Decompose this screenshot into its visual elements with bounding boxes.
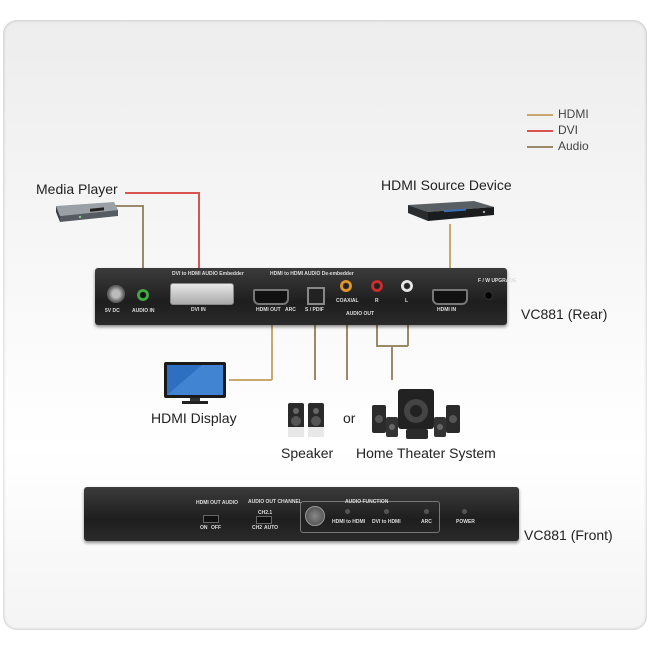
channel-value-label: CH2.1 [258, 510, 273, 516]
fw-upgrade-label: F / W UPGRADE [478, 278, 517, 284]
hdmi-in-cable [449, 224, 451, 268]
dvi-to-hdmi-label: DVI to HDMI [372, 519, 401, 525]
hdmi-de-embedder-label: HDMI to HDMI AUDIO De-embedder [270, 271, 354, 277]
or-label: or [343, 410, 356, 426]
vc881-front-label: VC881 (Front) [524, 527, 613, 543]
home-theater-icon [372, 389, 460, 439]
hdmi-to-hdmi-led [345, 509, 350, 514]
coaxial-cable [346, 324, 348, 380]
hdmi-source-label: HDMI Source Device [381, 177, 512, 193]
legend-audio-label: Audio [558, 139, 589, 153]
audio-in-label: AUDIO IN [132, 308, 155, 314]
audio-r-port [371, 280, 383, 292]
audio-in-cable [142, 205, 144, 268]
hdmi-display-icon [164, 362, 226, 404]
audio-function-box [300, 501, 440, 533]
fw-upgrade-port [484, 291, 493, 300]
auto-label: AUTO [264, 525, 279, 531]
legend-dvi-line [527, 130, 553, 132]
spdif-label: S / PDIF [305, 307, 324, 313]
vc881-rear-label: VC881 (Rear) [521, 306, 608, 322]
rl-cable [376, 324, 378, 346]
arc-label: ARC [285, 307, 296, 313]
hdmi-display-label: HDMI Display [151, 410, 237, 426]
home-theater-label: Home Theater System [356, 445, 496, 461]
audio-out-channel-label: AUDIO OUT CHANNEL [248, 499, 302, 505]
audio-r-label: R [375, 298, 379, 304]
hdmi-out-cable [271, 324, 273, 380]
hdmi-out-port [253, 289, 289, 305]
hdmi-source-icon [408, 201, 494, 221]
audio-l-port [401, 280, 413, 292]
hdmi-out-cable [229, 379, 272, 381]
spdif-port [307, 287, 325, 305]
legend-audio-line [527, 146, 553, 148]
audio-channel-switch[interactable] [256, 516, 272, 524]
off-label: OFF [211, 525, 221, 531]
power-port-label: 5V DC [105, 308, 120, 314]
media-player-label: Media Player [36, 181, 118, 197]
power-led [462, 509, 467, 514]
legend-dvi-label: DVI [558, 123, 579, 137]
audio-function-button[interactable] [305, 506, 325, 526]
audio-in-cable [113, 205, 143, 207]
hdmi-out-audio-label: HDMI OUT AUDIO [196, 500, 239, 506]
speaker-label: Speaker [281, 445, 334, 461]
hdmi-out-audio-switch[interactable] [203, 515, 219, 523]
dvi-in-label: DVI IN [191, 307, 206, 313]
front-arc-label: ARC [421, 519, 432, 525]
coaxial-port [340, 280, 352, 292]
ch2-label: CH2 [252, 525, 263, 531]
legend-hdmi-line [527, 114, 553, 116]
media-player-icon [56, 202, 118, 222]
audio-out-label: AUDIO OUT [346, 311, 375, 317]
on-label: ON [200, 525, 208, 531]
dvi-cable [198, 192, 200, 268]
speaker-icon [288, 403, 324, 437]
dvi-to-hdmi-led [384, 509, 389, 514]
hdmi-in-label: HDMI IN [437, 307, 457, 313]
power-led-label: POWER [456, 519, 475, 525]
legend-hdmi-label: HDMI [558, 107, 589, 121]
hdmi-to-hdmi-label: HDMI to HDMI [332, 519, 366, 525]
arc-led [424, 509, 429, 514]
audio-in-port [137, 289, 149, 301]
audio-function-label: AUDIO FUNCTION [345, 499, 389, 505]
spdif-cable [314, 324, 316, 380]
hdmi-in-port [432, 289, 468, 305]
dvi-in-port [170, 283, 234, 305]
rl-cable [391, 345, 393, 380]
dvi-hdmi-embedder-label: DVI to HDMI AUDIO Embedder [172, 271, 244, 277]
power-port [107, 285, 125, 303]
coaxial-label: COAXIAL [336, 298, 359, 304]
rl-cable [407, 324, 409, 346]
audio-l-label: L [405, 298, 409, 304]
dvi-cable [125, 192, 199, 194]
hdmi-out-label: HDMI OUT [256, 307, 281, 313]
